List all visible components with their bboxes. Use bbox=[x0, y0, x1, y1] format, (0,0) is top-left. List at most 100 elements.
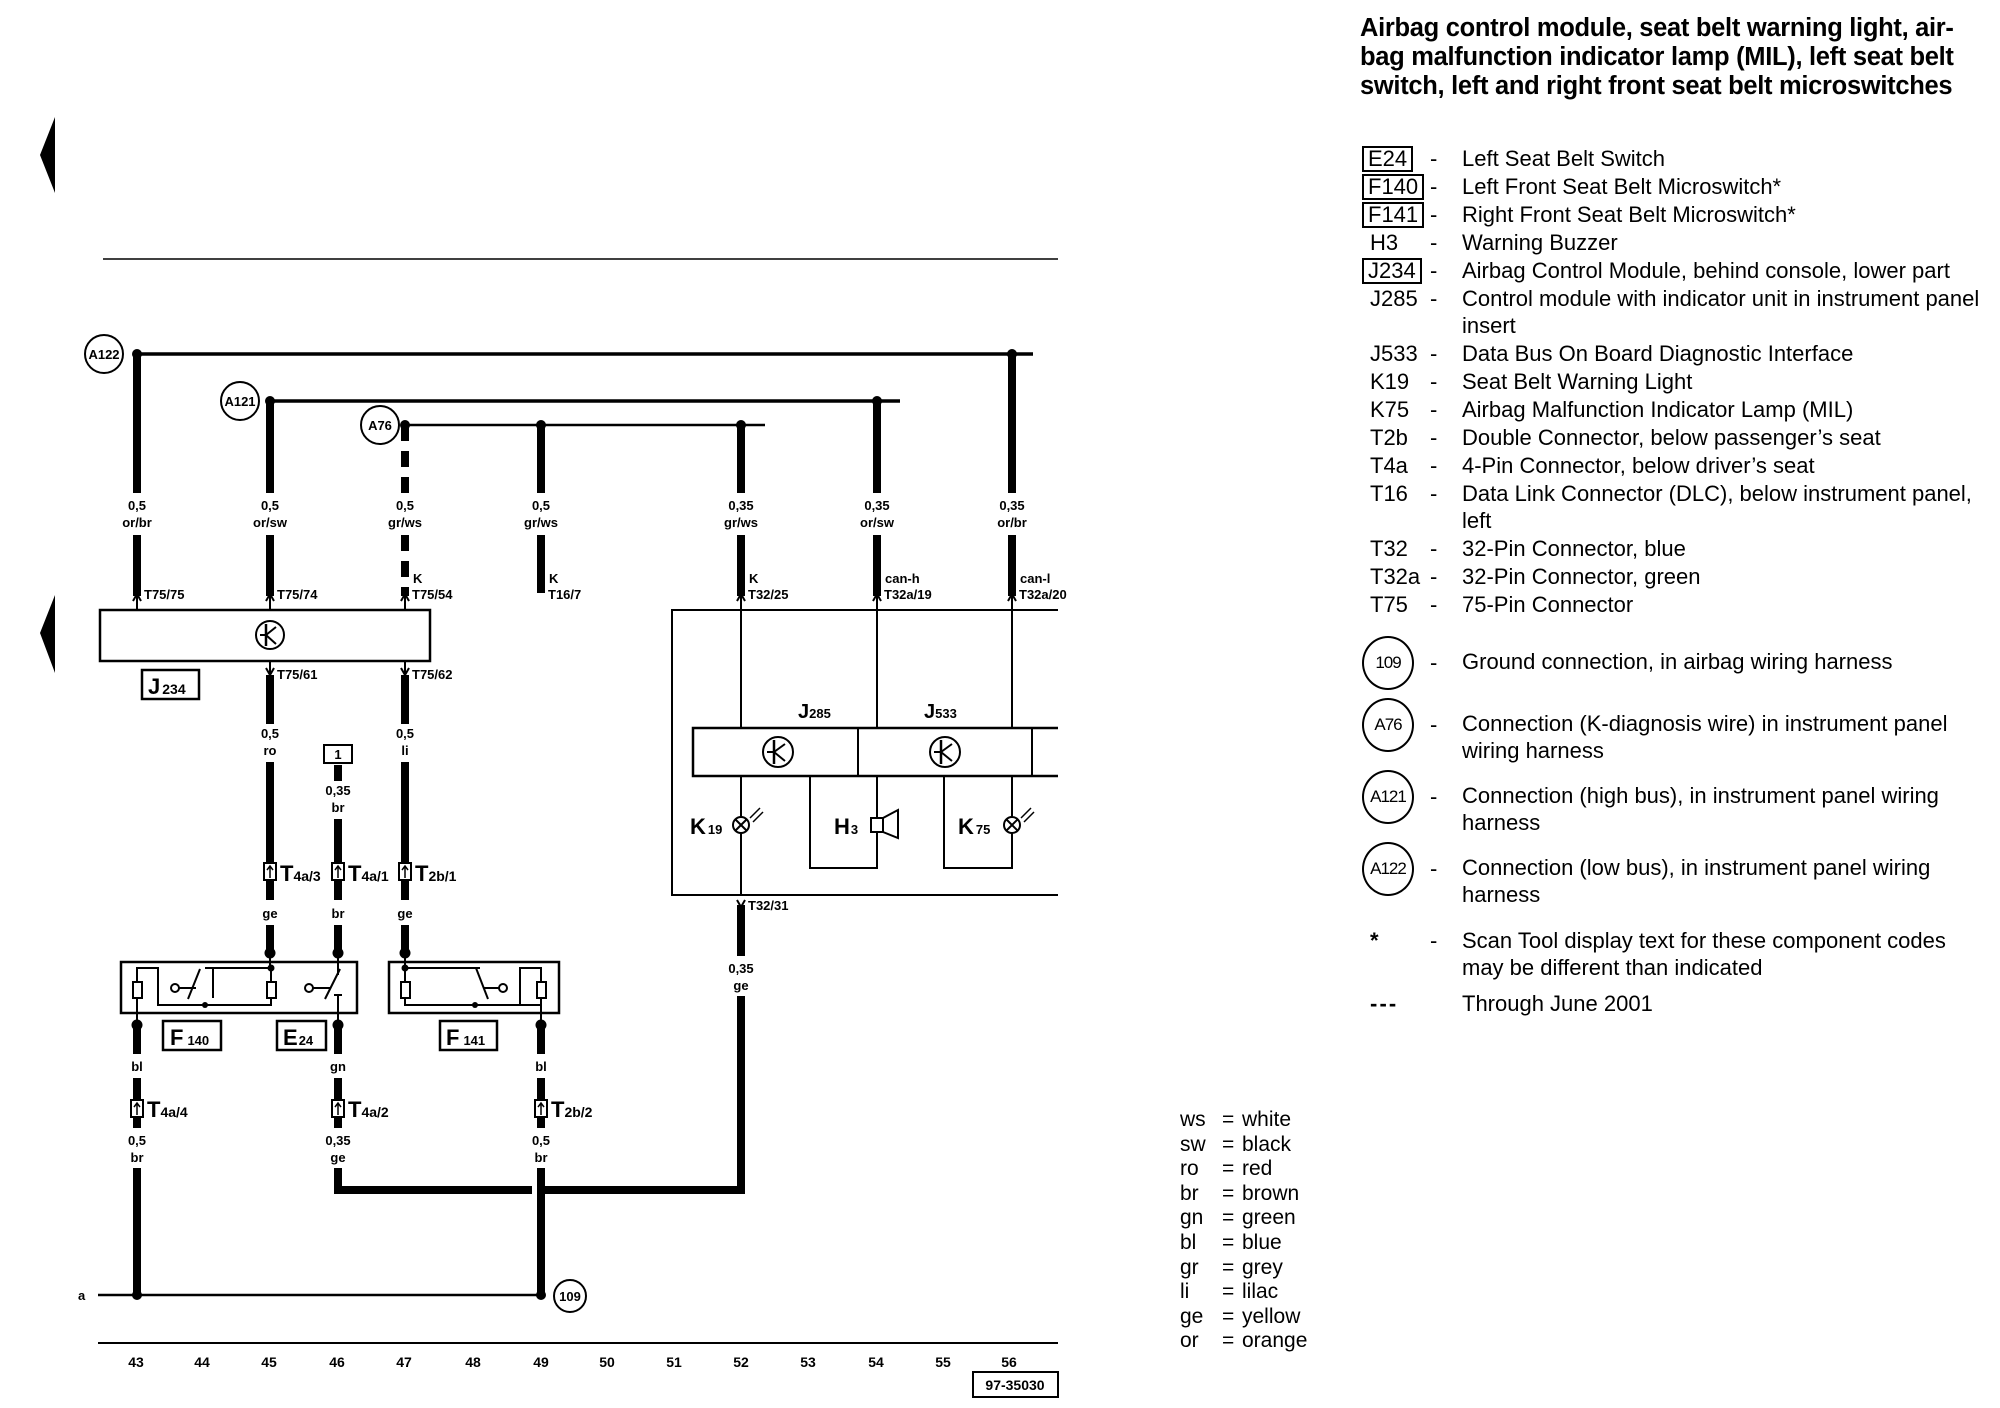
wire-color-label: or/br bbox=[122, 515, 152, 530]
column-number: 49 bbox=[533, 1354, 549, 1370]
legend-code: F141 bbox=[1362, 200, 1442, 230]
wire-color-name: grey bbox=[1242, 1255, 1283, 1279]
wire-color-label: br bbox=[131, 1150, 144, 1165]
legend-code: F140 bbox=[1362, 172, 1442, 202]
column-number: 55 bbox=[935, 1354, 951, 1370]
reference-number: 1 bbox=[334, 747, 341, 762]
legend-code: T16 bbox=[1370, 481, 1408, 506]
wire-color-label: ge bbox=[262, 906, 277, 921]
wire-size-label: 0,5 bbox=[261, 498, 279, 513]
legend-dash: - bbox=[1430, 856, 1438, 881]
wire-color-label: gr/ws bbox=[724, 515, 758, 530]
legend-description: Connection (low bus), in instrument pane… bbox=[1462, 855, 1931, 907]
legend-dash: - bbox=[1430, 146, 1438, 171]
legend-code: T4a bbox=[1370, 453, 1408, 478]
column-number: 45 bbox=[261, 1354, 277, 1370]
junction-dot bbox=[132, 1290, 142, 1300]
title-line-3: switch, left and right front seat belt m… bbox=[1360, 72, 1953, 100]
wire-color-entry: br=brown bbox=[1180, 1182, 1307, 1207]
legend-code: T32 bbox=[1370, 536, 1408, 561]
f140-switch-icon bbox=[170, 967, 214, 1008]
pin-label: T75/54 bbox=[412, 587, 453, 602]
column-number: 47 bbox=[396, 1354, 412, 1370]
equals-sign: = bbox=[1222, 1181, 1235, 1205]
j533-electronic-symbol-icon bbox=[929, 736, 961, 768]
j234-label-box bbox=[140, 668, 201, 701]
pin-label: T16/7 bbox=[548, 587, 581, 602]
legend-dash: - bbox=[1430, 592, 1438, 617]
equals-sign: = bbox=[1222, 1206, 1235, 1230]
wire-color-code: li bbox=[1180, 1280, 1190, 1304]
wire-color-name: blue bbox=[1242, 1230, 1282, 1254]
legend-item: F141-Right Front Seat Belt Microswitch* bbox=[1362, 200, 1982, 228]
wire-color-name: red bbox=[1242, 1157, 1273, 1181]
connector-label: T4a/1 bbox=[348, 861, 389, 886]
legend-item: K19-Seat Belt Warning Light bbox=[1362, 367, 1982, 395]
wire-size-label: 0,35 bbox=[325, 783, 350, 798]
junction-dot bbox=[536, 1290, 546, 1300]
column-number: 44 bbox=[194, 1354, 210, 1370]
connector-label: T4a/4 bbox=[147, 1097, 188, 1122]
connection-circle-icon: A76 bbox=[1362, 698, 1414, 752]
j533-label: J533 bbox=[924, 701, 957, 723]
legend-description: 32-Pin Connector, blue bbox=[1462, 536, 1686, 561]
legend-connection-item: A76-Connection (K-diagnosis wire) in ins… bbox=[1362, 698, 1982, 764]
wire-color-name: yellow bbox=[1242, 1304, 1301, 1328]
junction-dot bbox=[267, 964, 275, 972]
connection-circle-a76 bbox=[360, 405, 400, 445]
wire-color-entry: ro=red bbox=[1180, 1157, 1307, 1182]
connection-circle-a121 bbox=[220, 381, 260, 421]
wire-size-label: 0,5 bbox=[396, 498, 414, 513]
legend-item: T32-32-Pin Connector, blue bbox=[1362, 534, 1982, 562]
legend-description: 4-Pin Connector, below driver’s seat bbox=[1462, 453, 1815, 478]
wire-color-name: black bbox=[1242, 1132, 1292, 1156]
wire-color-entry: gn=green bbox=[1180, 1206, 1307, 1231]
previous-page-arrow-icon[interactable] bbox=[40, 595, 55, 673]
legend-code: T32a bbox=[1370, 564, 1421, 589]
j234-electronic-symbol-icon bbox=[255, 620, 285, 650]
legend-description: Connection (K-diagnosis wire) in instrum… bbox=[1462, 711, 1948, 763]
legend-dash: - bbox=[1430, 258, 1438, 283]
wire-color-entry: li=lilac bbox=[1180, 1280, 1307, 1305]
legend-dash: - bbox=[1430, 712, 1438, 737]
reference-box bbox=[323, 744, 353, 764]
wire-color-name: green bbox=[1242, 1206, 1296, 1230]
previous-page-arrow-icon[interactable] bbox=[40, 117, 55, 193]
legend-item: T2b-Double Connector, below passenger’s … bbox=[1362, 423, 1982, 451]
equals-sign: = bbox=[1222, 1329, 1235, 1353]
connection-label-a121: A121 bbox=[224, 394, 255, 409]
legend-connection-item: A121-Connection (high bus), in instrumen… bbox=[1362, 770, 1982, 836]
wire-size-label: 0,5 bbox=[261, 726, 279, 741]
wire-size-label: 0,35 bbox=[864, 498, 889, 513]
wire-signal-label: K bbox=[749, 571, 759, 586]
wire-color-code: sw bbox=[1180, 1132, 1206, 1156]
connection-circle-icon: A122 bbox=[1362, 842, 1414, 896]
drawing-number: 97-35030 bbox=[985, 1377, 1044, 1393]
wire-color-label: bl bbox=[131, 1059, 143, 1074]
legend-description: Ground connection, in airbag wiring harn… bbox=[1462, 649, 1893, 674]
wire-color-entry: bl=blue bbox=[1180, 1231, 1307, 1256]
equals-sign: = bbox=[1222, 1157, 1235, 1181]
legend-code: T2b bbox=[1370, 425, 1408, 450]
legend-dash: - bbox=[1430, 397, 1438, 422]
f140-resistor-icon bbox=[266, 981, 277, 999]
wire-color-label: or/sw bbox=[860, 515, 895, 530]
legend-code: T75 bbox=[1370, 592, 1408, 617]
wire-color-code: bl bbox=[1180, 1230, 1197, 1254]
legend-item: E24-Left Seat Belt Switch bbox=[1362, 144, 1982, 172]
connection-circle-icon: A121 bbox=[1362, 770, 1414, 824]
legend-description: Seat Belt Warning Light bbox=[1462, 369, 1693, 394]
wire-color-code: ge bbox=[1180, 1304, 1204, 1328]
wire-color-label: br bbox=[535, 1150, 548, 1165]
pin-label: T32a/19 bbox=[884, 587, 932, 602]
legend-code: E24 bbox=[1362, 144, 1442, 174]
wire-color-name: orange bbox=[1242, 1329, 1308, 1353]
legend-code: J285 bbox=[1370, 286, 1418, 311]
wire-signal-label: K bbox=[413, 571, 423, 586]
pin-label: T32/25 bbox=[748, 587, 788, 602]
